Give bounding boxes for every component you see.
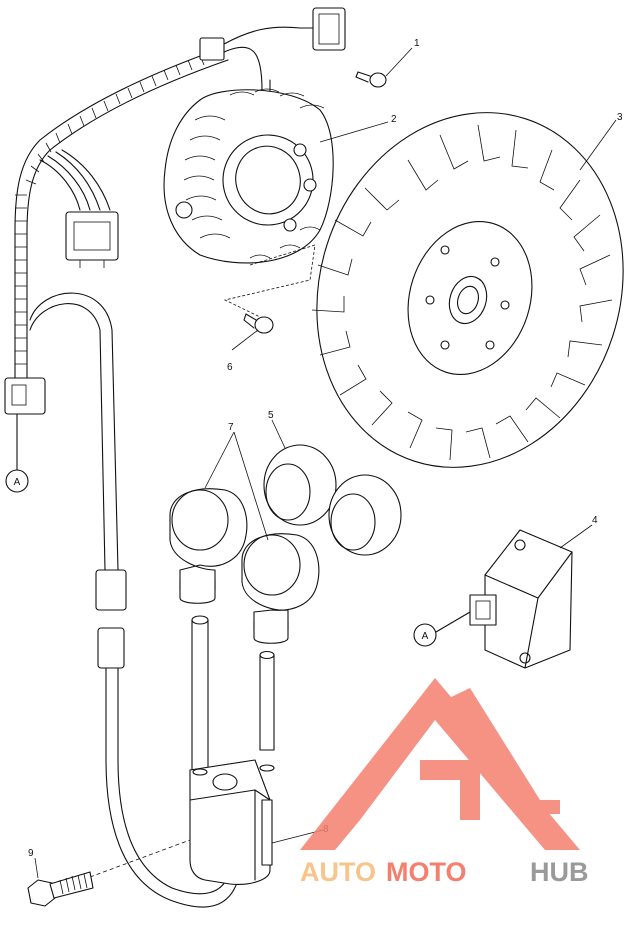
regulator [469,529,573,669]
ignition-wire-loop [29,292,239,908]
callout-4: 4 [592,515,598,526]
stator [163,88,334,264]
callout-7: 7 [228,422,234,433]
automotohub-logo [300,678,580,850]
flywheel [311,112,624,468]
callout-9: 9 [28,848,34,859]
spark-plug-boots [169,488,320,644]
callout-5: 5 [268,410,274,421]
callout-2: 2 [391,114,397,125]
callout-6: 6 [227,362,233,373]
ignition-coil [189,759,275,885]
ht-leads [191,615,275,771]
ref-A-left-label: A [14,477,21,488]
screw-1 [355,71,387,88]
ref-A-right: A [413,611,471,647]
callout-3: 3 [617,112,623,123]
wordmark-auto: AUTO [300,857,376,887]
bolt-9 [27,871,94,907]
ref-A-left: A [5,469,29,493]
callout-1: 1 [414,38,420,49]
screw-6 [243,313,274,334]
wordmark-moto: MOTO [386,857,467,887]
wiring-harness [4,7,346,471]
automotohub-wordmark: AUTO MOTO HUB [300,857,589,887]
ref-A-right-label: A [422,631,429,642]
rubber-caps [263,444,402,556]
wordmark-hub: HUB [530,857,589,887]
